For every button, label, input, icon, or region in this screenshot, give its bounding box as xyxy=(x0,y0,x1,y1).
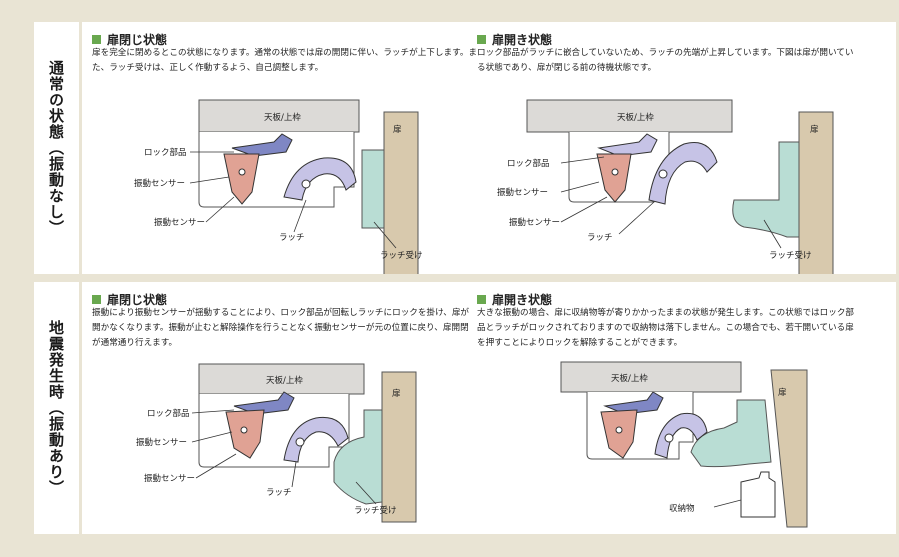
frame-label: 天板/上枠 xyxy=(266,375,303,386)
sensor-pivot xyxy=(240,426,248,434)
sensor-pivot xyxy=(238,168,246,176)
vibration-sensor xyxy=(596,153,632,203)
latch xyxy=(283,157,357,201)
vibration-sensor xyxy=(600,409,638,459)
latch-receiver xyxy=(361,149,385,229)
sensor-label-1: 振動センサー xyxy=(134,178,185,189)
door-label: 扉 xyxy=(393,124,402,135)
green-square-icon xyxy=(477,295,486,304)
side-label-quake: 地震発生時（振動あり） xyxy=(34,282,82,534)
earthquake-state-section: 地震発生時（振動あり） 扉閉じ状態 振動により振動センサーが揺動することにより、… xyxy=(34,282,896,534)
lock-label: ロック部品 xyxy=(507,158,550,169)
latch-label: ラッチ xyxy=(279,233,305,243)
door xyxy=(798,111,834,274)
mechanism-diagram: 天板/上枠 扉 収納物 xyxy=(560,361,808,528)
storage-item xyxy=(740,471,776,518)
panel-normal-closed: 扉閉じ状態 扉を完全に閉めるとこの状態になります。通常の状態では扉の開閉に伴い、… xyxy=(84,22,486,274)
door-label: 扉 xyxy=(392,388,401,399)
panel-quake-open: 扉開き状態 大きな振動の場合、扉に収納物等が寄りかかったままの状態が発生します。… xyxy=(469,282,871,534)
latch xyxy=(283,416,349,463)
door xyxy=(383,111,419,274)
panel-quake-closed: 扉閉じ状態 振動により振動センサーが揺動することにより、ロック部品が回転しラッチ… xyxy=(84,282,486,534)
side-label-normal: 通常の状態（振動なし） xyxy=(34,22,82,274)
latch-pivot xyxy=(664,433,674,443)
panel-title: 扉閉じ状態 xyxy=(92,291,167,308)
latch-pivot xyxy=(658,169,668,179)
green-square-icon xyxy=(477,35,486,44)
sensor-label-2: 振動センサー xyxy=(509,217,560,228)
sensor-label-1: 振動センサー xyxy=(497,187,548,198)
top-frame xyxy=(198,99,360,133)
sensor-pivot xyxy=(615,426,623,434)
latch-receiver xyxy=(732,141,800,238)
top-frame xyxy=(198,363,365,395)
top-frame xyxy=(560,361,742,393)
panel-title-text: 扉開き状態 xyxy=(492,33,553,47)
sensor-label-1: 振動センサー xyxy=(136,437,187,448)
sensor-pivot xyxy=(611,168,619,176)
latch-label: ラッチ xyxy=(587,233,613,243)
vibration-sensor xyxy=(223,153,260,205)
frame-label: 天板/上枠 xyxy=(611,373,648,384)
panel-title-text: 扉閉じ状態 xyxy=(107,33,168,47)
receiver-label: ラッチ受け xyxy=(769,250,812,261)
vibration-sensor xyxy=(225,409,265,459)
latch-pivot xyxy=(295,437,305,447)
sensor-label-2: 振動センサー xyxy=(154,217,205,228)
mechanism-diagram: 天板/上枠 扉 ロック部品 振動センサー 振動センサー ラッチ ラッチ受け xyxy=(497,99,834,274)
panel-description: 扉を完全に閉めるとこの状態になります。通常の状態では扉の開閉に伴い、ラッチが上下… xyxy=(92,48,478,73)
door xyxy=(770,369,808,528)
frame-label: 天板/上枠 xyxy=(264,112,301,123)
sensor-label-2: 振動センサー xyxy=(144,473,195,484)
latch xyxy=(648,142,718,205)
panel-title: 扉閉じ状態 xyxy=(92,31,167,48)
panel-title-text: 扉開き状態 xyxy=(492,293,553,307)
panel-title: 扉開き状態 xyxy=(477,291,552,308)
mechanism-diagram: 天板/上枠 扉 ロック部品 振動センサー 振動センサー ラッチ ラッチ受け xyxy=(136,363,417,523)
panel-description: 大きな振動の場合、扉に収納物等が寄りかかったままの状態が発生します。この状態では… xyxy=(477,308,855,348)
latch-pivot xyxy=(301,179,311,189)
door-label: 扉 xyxy=(810,124,819,135)
item-label: 収納物 xyxy=(669,503,695,514)
top-frame xyxy=(526,99,733,133)
panel-description: 振動により振動センサーが揺動することにより、ロック部品が回転しラッチにロックを掛… xyxy=(92,308,470,348)
lock-label: ロック部品 xyxy=(147,408,190,419)
panel-title: 扉開き状態 xyxy=(477,31,552,48)
panel-description: ロック部品がラッチに嵌合していないため、ラッチの先端が上昇しています。下図は扉が… xyxy=(477,48,854,73)
panel-normal-open: 扉開き状態 ロック部品がラッチに嵌合していないため、ラッチの先端が上昇しています… xyxy=(469,22,871,274)
lock-label: ロック部品 xyxy=(144,147,187,158)
green-square-icon xyxy=(92,295,101,304)
door-label: 扉 xyxy=(778,387,787,398)
receiver-label: ラッチ受け xyxy=(354,505,397,516)
normal-state-section: 通常の状態（振動なし） 扉閉じ状態 扉を完全に閉めるとこの状態になります。通常の… xyxy=(34,22,896,274)
green-square-icon xyxy=(92,35,101,44)
latch-label: ラッチ xyxy=(266,488,292,498)
panel-title-text: 扉閉じ状態 xyxy=(107,293,168,307)
latch-receiver xyxy=(333,409,383,505)
mechanism-diagram: 天板/上枠 扉 ロック部品 振動センサー 振動センサー ラッチ ラッチ受け xyxy=(134,99,423,274)
receiver-label: ラッチ受け xyxy=(380,250,423,261)
latch xyxy=(654,412,708,459)
frame-label: 天板/上枠 xyxy=(617,112,654,123)
